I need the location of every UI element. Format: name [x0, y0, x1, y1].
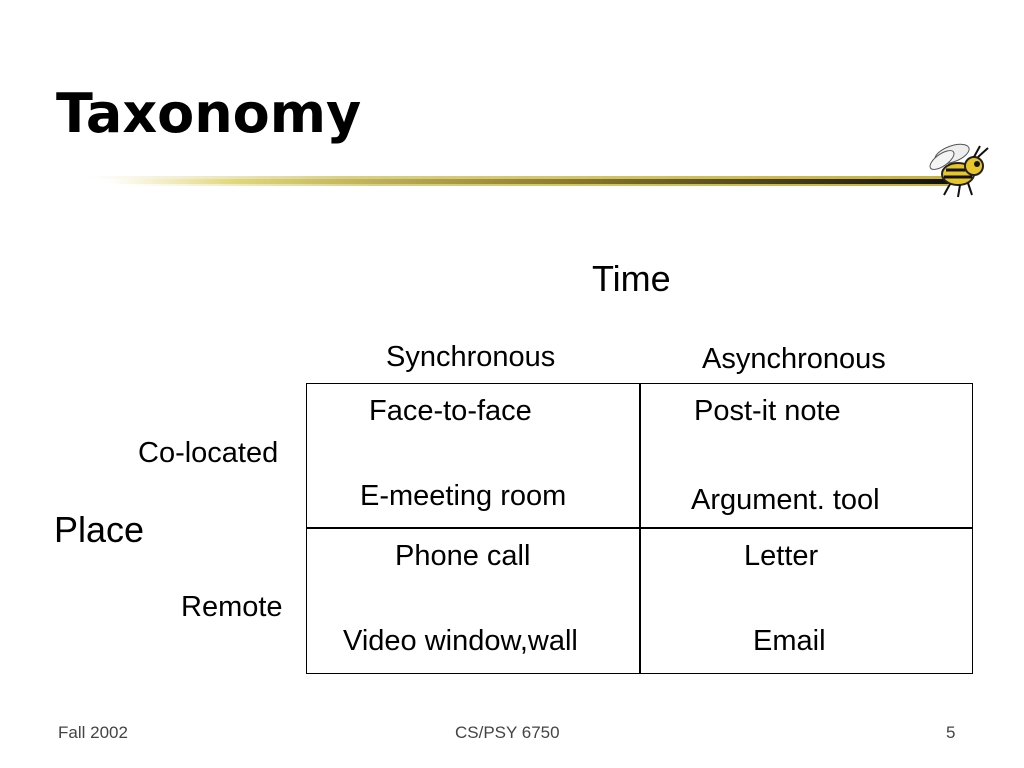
table-row-divider	[306, 527, 973, 529]
place-axis-label: Place	[54, 509, 145, 550]
cell-colocated-sync-item: Face-to-face	[369, 395, 532, 427]
time-axis-label: Time	[592, 258, 671, 299]
cell-remote-async-item: Email	[753, 625, 826, 657]
slide-title: Taxonomy	[56, 82, 362, 145]
footer-date: Fall 2002	[58, 723, 128, 742]
cell-remote-async-item: Letter	[744, 540, 819, 572]
cell-remote-sync-item: Phone call	[395, 540, 531, 572]
title-underline-rule	[88, 176, 948, 186]
row-header-colocated: Co-located	[138, 437, 279, 469]
yellow-jacket-mascot-icon	[929, 143, 989, 198]
cell-remote-sync-item: Video window,wall	[343, 625, 578, 657]
footer-page-number: 5	[946, 723, 956, 742]
table-column-divider	[639, 383, 641, 674]
row-header-remote: Remote	[181, 591, 283, 623]
cell-colocated-sync-item: E-meeting room	[360, 480, 567, 512]
column-header-asynchronous: Asynchronous	[702, 343, 886, 375]
column-header-synchronous: Synchronous	[386, 341, 556, 373]
footer-course: CS/PSY 6750	[455, 723, 560, 742]
cell-colocated-async-item: Post-it note	[694, 395, 841, 427]
cell-colocated-async-item: Argument. tool	[691, 484, 880, 516]
